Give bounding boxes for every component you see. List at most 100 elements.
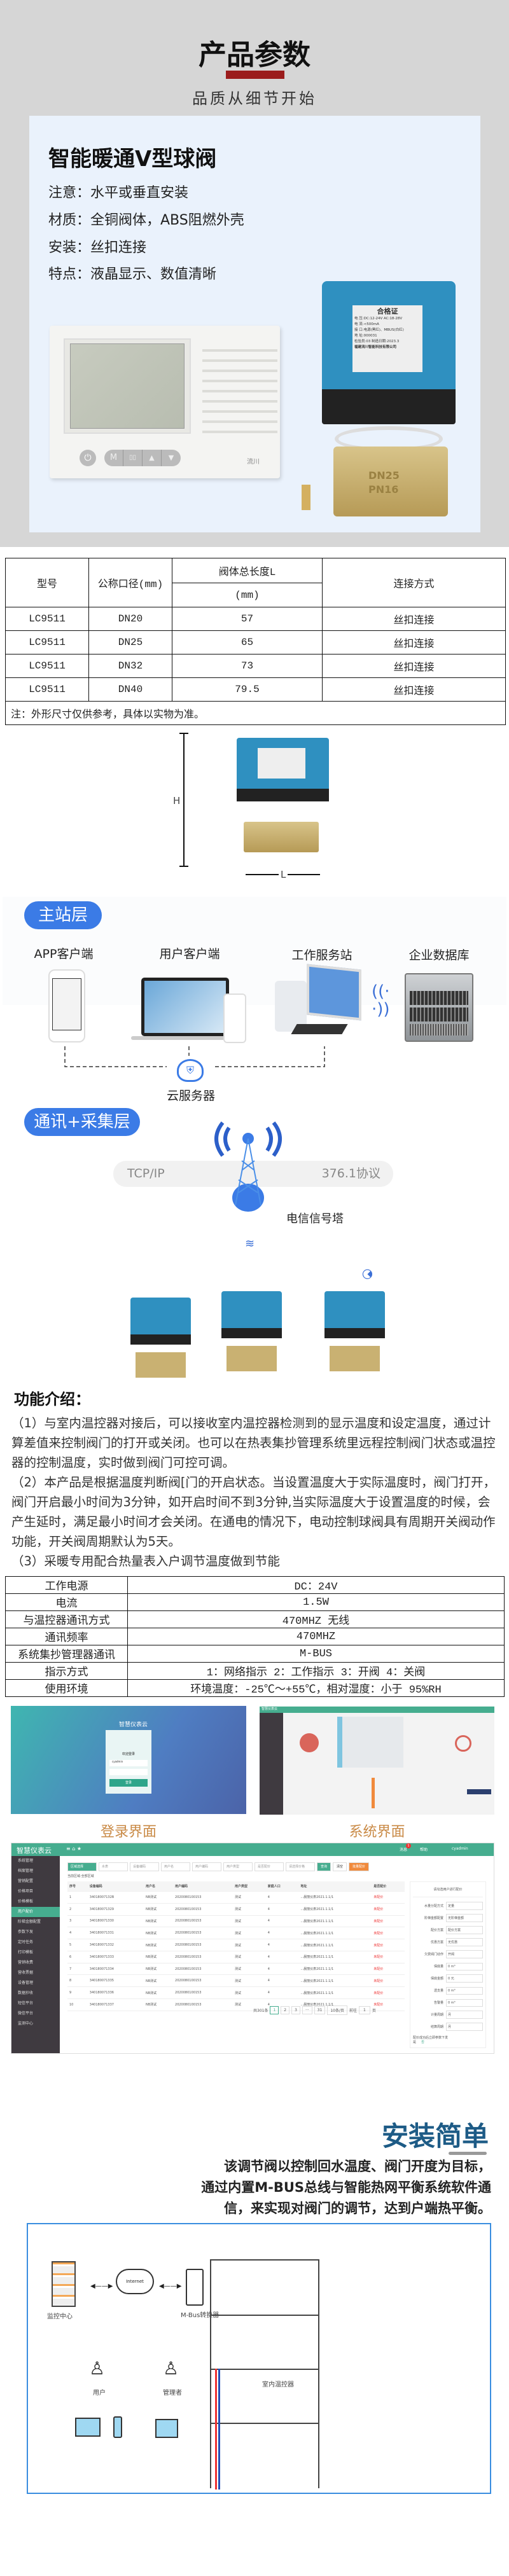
field-input[interactable]: 定量 <box>446 1902 483 1910</box>
sidebar-item[interactable]: 打印模板 <box>18 1950 34 1955</box>
header-connection: 连接方式 <box>322 558 506 607</box>
sidebar-item[interactable]: 用户配价 <box>11 1907 60 1917</box>
sidebar-item[interactable]: 营收票据 <box>18 1970 34 1975</box>
sidebar-item[interactable]: 营销收费 <box>18 1960 34 1965</box>
user-menu[interactable]: cyadmin <box>452 1846 468 1851</box>
field-input[interactable]: 月 <box>446 2023 483 2031</box>
table-cell: 2020080100153 <box>173 1891 234 1904</box>
sidebar-item[interactable]: 设备管理 <box>18 1981 34 1985</box>
filter-input[interactable]: 用户类型 <box>223 1862 253 1871</box>
field-label: 透支量 <box>433 1989 443 1993</box>
field-input[interactable]: 配价方案 <box>446 1926 483 1934</box>
arrow-icon: ◀——▶ <box>90 2283 113 2290</box>
field-input[interactable]: 0 元 <box>446 1974 483 1983</box>
table-cell: 测试 <box>233 1927 266 1940</box>
bar-chart <box>372 1778 375 1808</box>
wireless-icon: ≋ <box>245 1237 255 1250</box>
table-cell: 9 <box>67 1986 88 2000</box>
sidebar-item[interactable]: 系统管理 <box>18 1859 34 1863</box>
login-button[interactable]: 登录 <box>109 1779 148 1787</box>
page-button[interactable]: 31 <box>314 2006 326 2014</box>
phone-icon <box>223 994 246 1043</box>
filter-input[interactable]: 是否配价 <box>254 1862 284 1871</box>
table-cell: NB测试 <box>144 1939 174 1951</box>
length-label: L <box>279 869 288 880</box>
sidebar-item[interactable]: 数据抄收 <box>18 1991 34 1995</box>
filter-input[interactable]: 区域选择 <box>67 1862 97 1871</box>
batch-button[interactable]: 批量配价 <box>349 1862 370 1871</box>
radio-option[interactable]: 是 <box>413 2040 417 2044</box>
sidebar-item[interactable]: 短信平台 <box>18 2001 34 2005</box>
brand-logo: 流川 <box>247 459 260 466</box>
filter-input[interactable]: 用户名 <box>161 1862 190 1871</box>
password-input[interactable] <box>109 1769 148 1775</box>
dashboard-sidebar: 系统管理档案管理营销配置价格项目价格模板用户配价阶梯金额配置参数下发定时任务打印… <box>11 1856 60 2053</box>
table-cell: NB测试 <box>144 1915 174 1928</box>
field-input[interactable]: 0 m³ <box>446 1962 483 1970</box>
converter-label: M-Bus转换器 <box>181 2312 220 2319</box>
filter-input[interactable]: 水表 <box>99 1862 128 1871</box>
field-input[interactable]: 0 m³ <box>446 1998 483 2007</box>
table-cell: 340180071329 <box>87 1903 144 1916</box>
sidebar-item[interactable]: 价格模板 <box>18 1899 34 1904</box>
clear-button[interactable]: 清空 <box>333 1862 347 1871</box>
page-button[interactable]: 2 <box>281 2006 290 2014</box>
filter-input[interactable]: 设备编码 <box>130 1862 159 1871</box>
messages-link[interactable]: 消息 <box>400 1848 408 1852</box>
help-link[interactable]: 帮助 <box>420 1848 428 1852</box>
page-button[interactable]: 1 <box>270 2006 279 2014</box>
table-cell: NB测试 <box>144 1891 174 1904</box>
page-size-select[interactable]: 10条/页 <box>327 2005 347 2015</box>
table-cell: NB测试 <box>144 1903 174 1916</box>
menu-icon[interactable]: ≡ ⌂ ★ <box>66 1846 82 1852</box>
username-input[interactable]: cyadmin <box>109 1760 148 1766</box>
table-cell: 5 <box>67 1939 88 1951</box>
filter-input[interactable]: 用户编码 <box>192 1862 221 1871</box>
sidebar-item[interactable]: 参数下发 <box>18 1930 34 1934</box>
table-cell: ...晨丽仪表2021.1.1/1 <box>298 1903 372 1916</box>
goto-input[interactable]: 1 <box>359 2006 370 2014</box>
field-input[interactable]: 开阀 <box>446 1950 483 1958</box>
field-label: 欠费阀门动作 <box>424 1953 443 1956</box>
sidebar-item[interactable]: 档案管理 <box>18 1869 34 1873</box>
field-input[interactable]: 月 <box>446 2011 483 2019</box>
protocol-right: 376.1协议 <box>321 1167 380 1181</box>
radio-option[interactable]: 否 <box>421 2040 425 2044</box>
table-cell: 340180071332 <box>87 1939 144 1951</box>
field-label: 水量分配方式 <box>424 1904 443 1908</box>
sidebar-item[interactable]: 微信平台 <box>18 2011 34 2016</box>
sidebar-item[interactable]: 监测中心 <box>18 2021 34 2026</box>
cloud-server-icon: ⛨ <box>177 1059 204 1082</box>
column-header: 用户类型 <box>233 1881 266 1892</box>
field-input[interactable]: 无优惠 <box>446 1938 483 1946</box>
page-button[interactable]: 3 <box>291 2006 300 2014</box>
query-button[interactable]: 查询 <box>317 1862 331 1871</box>
sidebar-item[interactable]: 营销配置 <box>18 1879 34 1883</box>
sidebar-item[interactable]: 定时任务 <box>18 1940 34 1944</box>
filter-input[interactable]: 请选择价格 <box>286 1862 315 1871</box>
page-button[interactable]: ··· <box>302 2006 312 2014</box>
field-label: 保底量 <box>433 1965 443 1969</box>
install-title: 安装简单 <box>381 2121 489 2152</box>
field-input[interactable]: 0 m³ <box>446 1986 483 1995</box>
phone-icon <box>48 969 85 1042</box>
brass-body: DN25 PN16 <box>333 447 448 516</box>
menu-button: ▯▯ <box>123 450 143 466</box>
field-input[interactable]: 无阶梯金额 <box>446 1914 483 1922</box>
region-text: 当前区域:全部区域 <box>67 1874 94 1878</box>
sidebar-item[interactable]: 阶梯金额配置 <box>18 1920 41 1924</box>
sidebar-item[interactable]: 价格项目 <box>18 1889 34 1894</box>
